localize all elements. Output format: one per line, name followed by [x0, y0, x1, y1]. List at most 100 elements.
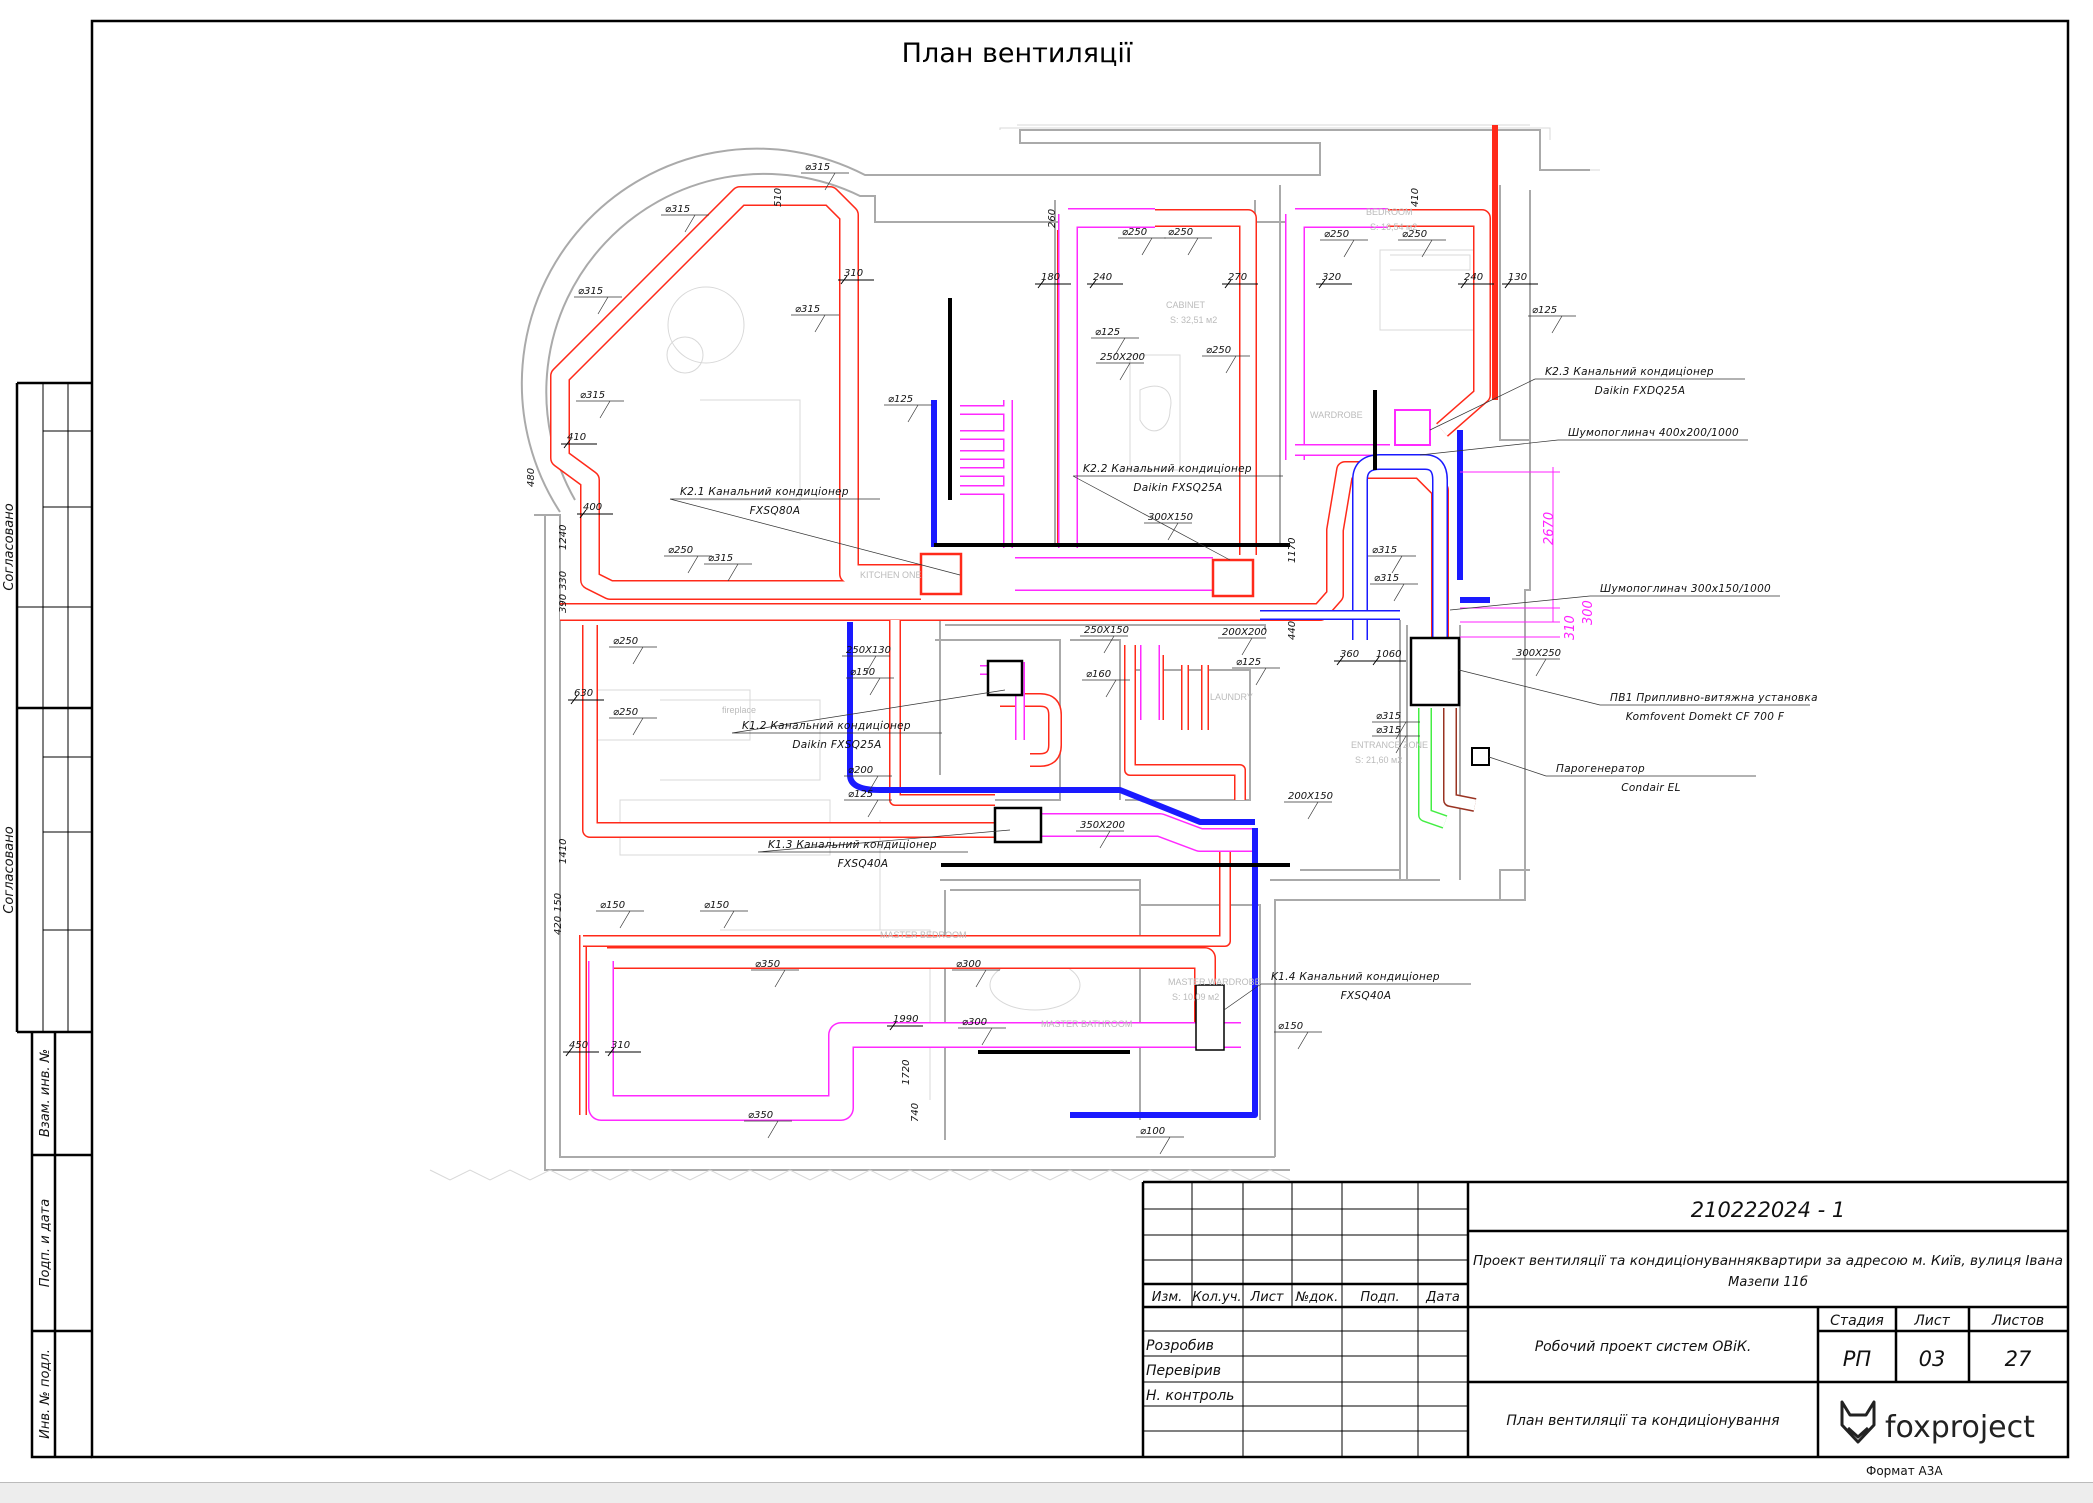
- section-name: Робочий проект систем ОВіК.: [1535, 1339, 1752, 1355]
- dimension-label: 320: [1322, 272, 1341, 283]
- exhaust-air-duct: [1443, 708, 1477, 812]
- dimension-label: 300: [1581, 600, 1596, 625]
- side-stamp: Согласовано Согласовано Взам. инв. № Под…: [2, 381, 92, 1459]
- dimension-label: 450: [569, 1040, 588, 1051]
- stage-value: РП: [1843, 1347, 1872, 1371]
- duct-size-label: ⌀125: [1532, 305, 1557, 316]
- revision-table-header: Подп.: [1360, 1290, 1399, 1305]
- duct-network: [550, 125, 1498, 1121]
- revision-table-header: Изм.: [1152, 1290, 1183, 1305]
- dimension-label: 420: [553, 916, 564, 935]
- room-name: CABINET: [1166, 300, 1206, 310]
- sheet-value: 03: [1919, 1347, 1946, 1371]
- approved-label-1: Согласовано: [2, 503, 17, 590]
- inv-original-label: Инв. № подл.: [38, 1349, 53, 1439]
- equipment-name: K2.1 Канальний кондиціонер: [680, 486, 849, 498]
- duct-size-label: ⌀350: [748, 1110, 773, 1121]
- duct-size-label: 300X250: [1516, 648, 1561, 659]
- equipment-model: Daikin FXDQ25A: [1595, 385, 1686, 397]
- k2-3-unit[interactable]: [1394, 409, 1431, 446]
- duct-size-label: ⌀315: [708, 553, 733, 564]
- equipment-name: K2.2 Канальний кондиціонер: [1083, 463, 1252, 475]
- kitchen-supply-duct: [960, 400, 1013, 548]
- dimension-label: 260: [1047, 209, 1058, 228]
- sheet-label: Лист: [1913, 1313, 1950, 1329]
- k1-3-unit[interactable]: [993, 806, 1043, 844]
- duct-size-label: ⌀125: [1236, 657, 1261, 668]
- equipment-model: FXSQ40A: [838, 858, 889, 870]
- dimension-label: 270: [1228, 272, 1247, 283]
- dimension-label: 400: [583, 502, 602, 513]
- duct-size-label: 250X130: [846, 645, 891, 656]
- silencer-label: Шумопоглинач 400x200/1000: [1568, 427, 1739, 439]
- master-bedroom-supply-loop: [588, 961, 1241, 1121]
- sheet-title: План вентиляції: [902, 38, 1133, 69]
- dimension-label: 390: [558, 594, 569, 613]
- k2-2-unit[interactable]: [1211, 558, 1255, 598]
- room-name: MASTER WARDROBE: [1168, 977, 1261, 987]
- equipment-model: FXSQ80A: [750, 505, 801, 517]
- approved-label-2: Согласовано: [2, 826, 17, 913]
- equipment-model: Daikin FXSQ25A: [792, 739, 881, 751]
- plan-annotations: ⌀315⌀315⌀315⌀315⌀315⌀250⌀315⌀125⌀125250X…: [526, 162, 1818, 1155]
- bedroom-exhaust-duct: [1388, 209, 1491, 437]
- duct-size-label: ⌀315: [795, 304, 820, 315]
- steam-generator-unit[interactable]: [1471, 747, 1490, 766]
- duct-size-label: ⌀150: [850, 667, 875, 678]
- equipment-name: K1.4 Канальний кондиціонер: [1271, 971, 1440, 983]
- role-checked: Перевірив: [1146, 1363, 1221, 1379]
- dimension-label: 410: [1410, 188, 1421, 207]
- revision-table-header: Лист: [1250, 1290, 1284, 1305]
- room-name: LAUNDRY: [1210, 692, 1253, 702]
- dimension-label: 240: [1464, 272, 1483, 283]
- k2-3-return-duct: [1457, 430, 1490, 603]
- k1-2-loop-duct: [1000, 693, 1062, 767]
- cabinet-exhaust-duct: [1155, 209, 1257, 555]
- room-name: fireplace: [722, 705, 756, 715]
- magenta-dimension-lines: [1460, 467, 1560, 638]
- dimension-label: 180: [1041, 272, 1060, 283]
- duct-size-label: ⌀250: [1324, 229, 1349, 240]
- dimension-label: 1410: [558, 839, 569, 864]
- equipment-model: Condair EL: [1621, 782, 1681, 794]
- duct-size-label: 300X150: [1148, 512, 1193, 523]
- dimension-label: 150: [553, 893, 564, 912]
- laundry-branches: [1156, 655, 1209, 730]
- dimension-label: 240: [1093, 272, 1112, 283]
- sheet-frame: [90, 19, 2070, 1459]
- equipment-name: K1.2 Канальний кондиціонер: [742, 720, 911, 732]
- equipment-callout: ПВ1 Припливно-витяжна установкаKomfovent…: [1458, 669, 1818, 723]
- foxproject-logo: foxproject: [1840, 1400, 2035, 1445]
- room-name: KITCHEN ONE: [860, 570, 922, 580]
- sheets-value: 27: [2005, 1347, 2032, 1371]
- dimension-label: 480: [526, 468, 537, 487]
- equipment-name: Парогенератор: [1556, 763, 1645, 775]
- room-name: BEDROOM: [1366, 207, 1413, 217]
- k1-2-unit[interactable]: [986, 659, 1024, 697]
- dimension-label: 1170: [1287, 538, 1298, 563]
- duct-size-label: ⌀125: [888, 394, 913, 405]
- sheet-name: План вентиляції та кондиціонування: [1506, 1413, 1779, 1429]
- pv1-return-loop: [1352, 454, 1448, 640]
- pv1-unit[interactable]: [1409, 636, 1461, 707]
- sign-date-label: Подп. и дата: [38, 1199, 53, 1288]
- room-area: S: 16,54 м2: [1370, 222, 1417, 232]
- k1-2-supply-duct: [582, 625, 1000, 838]
- k2-1-unit[interactable]: [919, 552, 963, 596]
- duct-size-label: 350X200: [1080, 820, 1125, 831]
- role-norm-control: Н. контроль: [1146, 1388, 1234, 1404]
- equipment-units: [919, 409, 1490, 1051]
- k1-4-unit[interactable]: [1195, 984, 1225, 1051]
- duct-size-label: ⌀250: [668, 545, 693, 556]
- dimension-label: 2670: [1542, 512, 1557, 545]
- duct-size-label: 200X200: [1222, 627, 1267, 638]
- dimension-label: 1990: [893, 1014, 918, 1025]
- dimension-label: 1060: [1376, 649, 1401, 660]
- revision-table-header: Кол.уч.: [1192, 1290, 1241, 1305]
- dimension-label: 510: [773, 188, 784, 207]
